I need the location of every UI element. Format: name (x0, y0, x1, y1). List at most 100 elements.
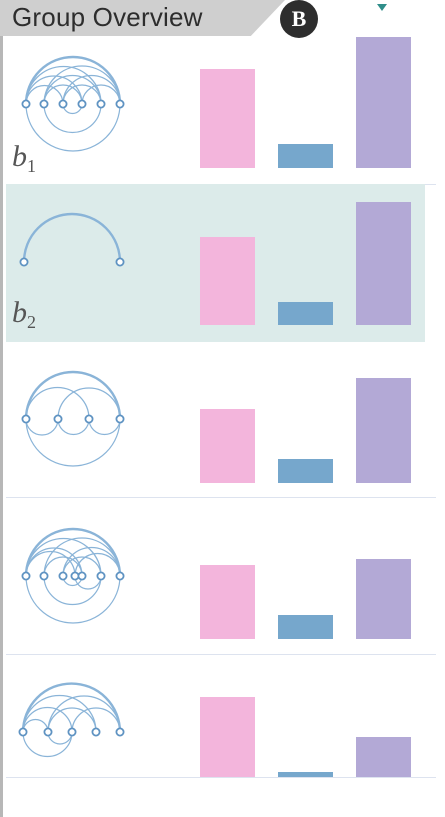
arc (62, 74, 121, 105)
node (18, 727, 28, 737)
node (19, 257, 29, 267)
arc (43, 74, 102, 105)
node (84, 414, 94, 424)
arc (21, 682, 122, 733)
arc (74, 552, 121, 577)
row-divider (6, 654, 436, 655)
arc (43, 575, 102, 606)
bar-purple (356, 37, 411, 168)
header-tab: Group Overview (0, 0, 285, 36)
group-label: b2 (12, 296, 36, 332)
node (77, 99, 87, 109)
group-row[interactable] (6, 342, 425, 497)
node (96, 99, 106, 109)
group-label-index: 2 (27, 312, 36, 332)
node (67, 727, 77, 737)
group-label-letter: b (12, 296, 27, 329)
arc-diagram (21, 55, 125, 152)
arc (74, 575, 102, 590)
bar-purple (356, 559, 411, 639)
group-label-letter: b (12, 140, 27, 173)
node (58, 99, 68, 109)
arc (62, 556, 102, 577)
arc (43, 556, 83, 577)
arc (57, 418, 90, 436)
arc (47, 707, 97, 733)
arc (81, 84, 121, 105)
arc (25, 550, 76, 577)
bar-purple (356, 202, 411, 325)
arc (57, 387, 121, 420)
arc (25, 75, 83, 105)
bar-blue (278, 615, 333, 639)
bar-pink (200, 237, 255, 325)
bar-blue (278, 459, 333, 483)
arc (88, 418, 121, 436)
arc (43, 65, 121, 105)
chevron-down-icon[interactable] (377, 4, 387, 11)
group-label: b1 (12, 140, 36, 176)
row-divider (6, 777, 436, 778)
node (115, 571, 125, 581)
node (115, 414, 125, 424)
arc (25, 418, 59, 436)
arc (25, 65, 102, 105)
bar-pink (200, 409, 255, 483)
panel-title: Group Overview (12, 2, 203, 32)
arc-diagram (21, 370, 125, 467)
group-row[interactable]: b2 (6, 184, 425, 342)
node (115, 257, 125, 267)
node (39, 99, 49, 109)
bar-blue (278, 302, 333, 325)
node (58, 571, 68, 581)
arc (22, 731, 73, 758)
arc-diagram (21, 527, 125, 624)
node (43, 727, 53, 737)
bar-blue (278, 144, 333, 168)
arc (43, 103, 102, 134)
arc (25, 103, 121, 152)
node (21, 414, 31, 424)
arc (24, 527, 122, 577)
bar-blue (278, 772, 333, 777)
arc (24, 55, 122, 105)
bar-pink (200, 697, 255, 777)
bar-purple (356, 737, 411, 777)
arc (22, 718, 49, 733)
node (21, 571, 31, 581)
arc (24, 370, 122, 420)
arc (25, 386, 90, 420)
arc (25, 575, 121, 624)
arc (43, 537, 121, 577)
node (91, 727, 101, 737)
bar-purple (356, 378, 411, 483)
bar-pink (200, 69, 255, 168)
group-label-index: 1 (27, 156, 36, 176)
arc (22, 706, 73, 733)
arc (47, 695, 121, 733)
node (115, 99, 125, 109)
node (39, 571, 49, 581)
node (21, 99, 31, 109)
arc-diagram (19, 212, 125, 267)
panel-left-border (0, 36, 3, 817)
arc (22, 212, 122, 263)
view-letter-badge: B (280, 0, 318, 38)
group-row[interactable] (6, 497, 425, 654)
arc (43, 84, 83, 105)
arc (62, 84, 102, 105)
row-divider (6, 497, 436, 498)
node (96, 571, 106, 581)
node (77, 571, 87, 581)
node (115, 727, 125, 737)
arc (22, 694, 97, 733)
arc (25, 84, 64, 105)
node (53, 414, 63, 424)
arc (71, 707, 121, 733)
group-row[interactable]: b1 (6, 37, 425, 184)
group-row[interactable] (6, 654, 425, 777)
arc (25, 418, 121, 467)
bar-pink (200, 565, 255, 639)
arc-diagram (18, 682, 125, 758)
